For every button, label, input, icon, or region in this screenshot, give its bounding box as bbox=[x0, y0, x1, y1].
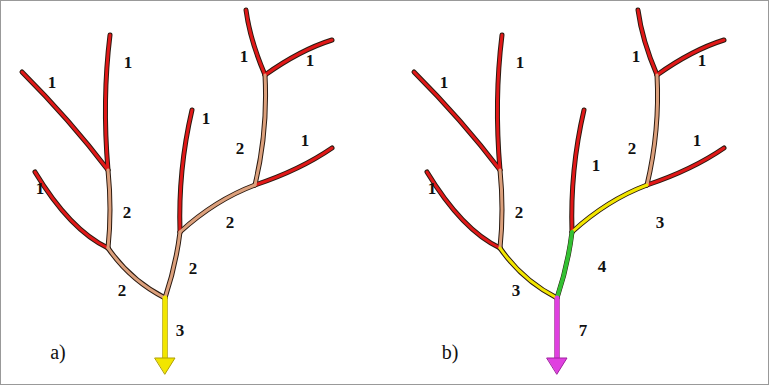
stream-order-number: 4 bbox=[598, 258, 607, 275]
stream-network-a bbox=[22, 10, 332, 374]
stream-order-number: 1 bbox=[428, 180, 437, 197]
stream-order-number: 1 bbox=[306, 52, 315, 69]
stream-order-number: 2 bbox=[628, 140, 637, 157]
stream-order-number: 1 bbox=[698, 52, 707, 69]
stream-order-number: 1 bbox=[36, 180, 45, 197]
stream-order-number: 1 bbox=[632, 48, 641, 65]
stream-order-number: 1 bbox=[48, 74, 57, 91]
stream-order-number: 7 bbox=[579, 322, 588, 339]
stream-order-number: 1 bbox=[202, 110, 211, 127]
stream-order-number: 1 bbox=[124, 54, 133, 71]
panel-label: a) bbox=[50, 342, 66, 362]
stream-order-number: 3 bbox=[656, 214, 665, 231]
stream-order-number: 2 bbox=[118, 282, 127, 299]
stream-order-number: 2 bbox=[123, 204, 132, 221]
stream-network-b bbox=[414, 10, 724, 374]
panel-label: b) bbox=[442, 342, 459, 362]
stream-order-number: 2 bbox=[236, 140, 245, 157]
stream-order-number: 3 bbox=[176, 322, 185, 339]
stream-order-number: 2 bbox=[515, 204, 524, 221]
stream-order-number: 2 bbox=[226, 214, 235, 231]
stream-order-number: 1 bbox=[592, 157, 601, 174]
stream-order-number: 1 bbox=[516, 54, 525, 71]
stream-order-number: 3 bbox=[512, 282, 521, 299]
stream-order-number: 1 bbox=[240, 48, 249, 65]
stream-order-number: 1 bbox=[693, 132, 702, 149]
stream-order-number: 1 bbox=[301, 132, 310, 149]
stream-order-number: 2 bbox=[189, 260, 198, 277]
stream-order-number: 1 bbox=[440, 74, 449, 91]
